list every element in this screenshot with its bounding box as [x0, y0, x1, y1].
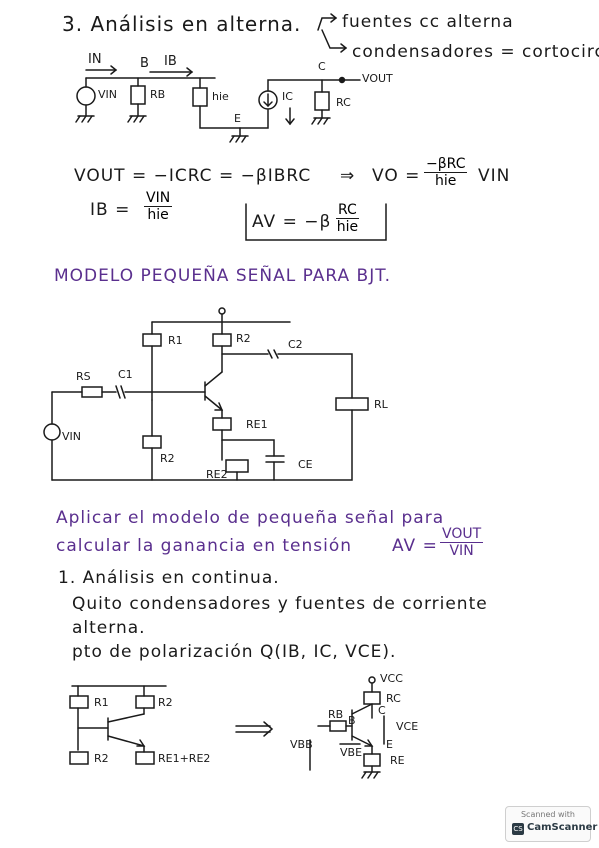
label-vin: VIN	[98, 88, 117, 101]
c4-vce: VCE	[396, 720, 419, 733]
c4-b: B	[348, 714, 356, 727]
eq-av-den: hie	[336, 219, 359, 235]
c2-rs: RS	[76, 370, 91, 383]
c2-rl: RL	[374, 398, 388, 411]
eq-av-fraction: RC hie	[336, 202, 359, 235]
c4-vbe: VBE	[340, 746, 363, 759]
c3-r1: R1	[94, 696, 109, 709]
dc-line3: pto de polarización Q(IB, IC, VCE).	[72, 642, 397, 662]
label-ic: IC	[282, 90, 293, 103]
note-ac-sources: fuentes cc alterna	[342, 12, 514, 32]
dc-line2: alterna.	[72, 618, 146, 638]
apply-line2: calcular la ganancia en tensión	[56, 536, 353, 556]
c2-r1: R1	[168, 334, 183, 347]
c2-ce: CE	[298, 458, 313, 471]
camscanner-logo-icon: CS	[512, 823, 524, 835]
c4-vcc: VCC	[380, 672, 403, 685]
c4-rb: RB	[328, 708, 344, 721]
c2-r2-top: R2	[236, 332, 251, 345]
c3-re: RE1+RE2	[158, 752, 211, 765]
c4-vbb: VBB	[290, 738, 313, 751]
eq-av-num: RC	[336, 202, 359, 219]
c2-vin: VIN	[62, 430, 81, 443]
apply-num: VOUT	[440, 526, 484, 543]
eq-arrow: ⇒	[340, 166, 356, 186]
eq-vo: VO =	[372, 166, 421, 186]
c2-c2: C2	[288, 338, 303, 351]
c4-re: RE	[390, 754, 405, 767]
c4-c: C	[378, 704, 386, 717]
eq-vo-den: hie	[435, 173, 457, 189]
c3-r2b: R2	[94, 752, 109, 765]
section-title: 3. Análisis en alterna.	[62, 12, 302, 36]
eq-ib-fraction: VIN hie	[144, 190, 173, 223]
apply-fraction: VOUT VIN	[440, 526, 484, 559]
eq-ib-num: VIN	[144, 190, 173, 207]
c4-e: E	[386, 738, 393, 751]
label-rb: RB	[150, 88, 166, 101]
label-ib: IB	[164, 54, 177, 69]
apply-av: AV =	[392, 536, 438, 556]
c2-re2: RE2	[206, 468, 228, 481]
badge-scanned-with: Scanned with	[520, 810, 576, 819]
eq-vo-vin: VIN	[478, 166, 511, 186]
label-b: B	[140, 56, 149, 71]
dc-title: 1. Análisis en continua.	[58, 568, 280, 588]
eq-vout: VOUT = −ICRC = −βIBRC	[74, 166, 312, 186]
label-c: C	[318, 60, 326, 73]
c4-rc: RC	[386, 692, 401, 705]
c2-r2-bottom: R2	[160, 452, 175, 465]
apply-line1: Aplicar el modelo de pequeña señal para	[56, 508, 445, 528]
eq-vo-num: −βRC	[424, 156, 468, 173]
badge-brand: CamScanner	[527, 822, 598, 833]
label-in: IN	[88, 52, 102, 67]
eq-ib-den: hie	[147, 207, 169, 223]
eq-av: AV = −β	[252, 212, 332, 232]
label-e: E	[234, 112, 241, 125]
dc-line1: Quito condensadores y fuentes de corrien…	[72, 594, 488, 614]
label-vout: VOUT	[362, 72, 393, 85]
camscanner-badge: Scanned with CS CamScanner	[505, 806, 597, 842]
label-rc: RC	[336, 96, 351, 109]
c3-r2: R2	[158, 696, 173, 709]
apply-den: VIN	[449, 543, 474, 559]
eq-vo-fraction: −βRC hie	[424, 156, 468, 189]
eq-ib: IB =	[90, 200, 131, 220]
c2-c1: C1	[118, 368, 133, 381]
c2-re1: RE1	[246, 418, 268, 431]
model-title: MODELO PEQUEÑA SEÑAL PARA BJT.	[54, 266, 391, 286]
label-hie: hie	[212, 90, 229, 103]
note-capacitors: condensadores = cortocirc	[352, 42, 599, 62]
